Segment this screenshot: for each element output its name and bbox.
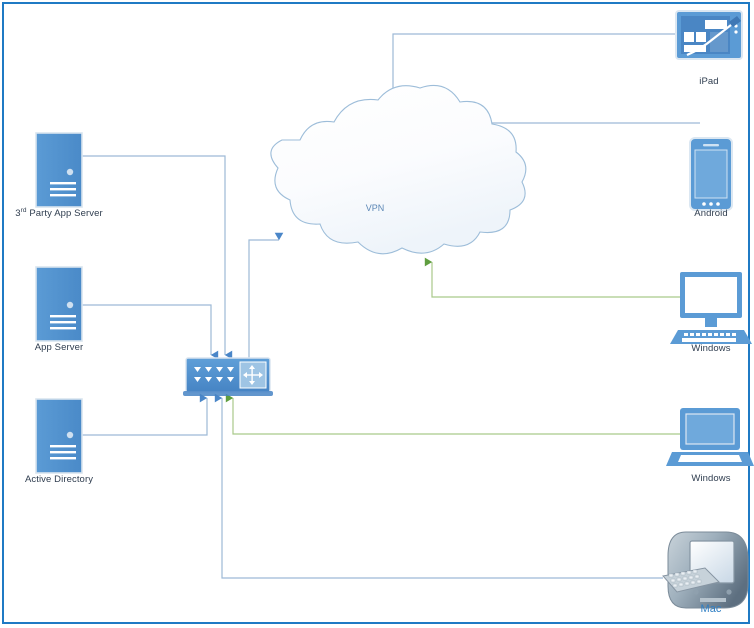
- third-party-app-server-icon[interactable]: [35, 132, 83, 208]
- label-windows-laptop: Windows: [691, 473, 731, 484]
- tablet-icon[interactable]: [675, 10, 743, 60]
- link-switch-to-vpn: [248, 232, 284, 360]
- active-directory-icon[interactable]: [35, 398, 83, 474]
- link-windows-laptop-to-switch: [225, 393, 680, 435]
- label-mac: Mac: [700, 603, 722, 615]
- label-active-directory: Active Directory: [24, 474, 94, 485]
- cloud-shape: [270, 84, 527, 255]
- link-3rd-party-app-server-to-switch: [82, 155, 233, 360]
- label-android: Android: [694, 208, 728, 219]
- link-app-server-to-switch: [82, 304, 219, 360]
- app-server-icon[interactable]: [35, 266, 83, 342]
- switch-routing-arrows-icon: [239, 361, 267, 389]
- smartphone-icon[interactable]: [689, 137, 733, 211]
- link-windows-desktop-to-vpn: [424, 257, 680, 298]
- link-mac-to-switch: [214, 393, 663, 579]
- label-windows-desktop: Windows: [691, 343, 731, 354]
- label-ipad: iPad: [699, 76, 719, 87]
- label-app-server: App Server: [34, 342, 84, 353]
- label-third-party-app-server: 3rd Party App Server: [15, 207, 103, 220]
- laptop-icon[interactable]: [666, 408, 754, 466]
- switch-port-leds: [194, 367, 234, 382]
- link-active-directory-to-switch: [82, 393, 208, 436]
- imac-icon[interactable]: [662, 531, 749, 609]
- vpn-cloud-label: VPN: [366, 203, 385, 213]
- desktop-monitor-icon[interactable]: [670, 272, 752, 344]
